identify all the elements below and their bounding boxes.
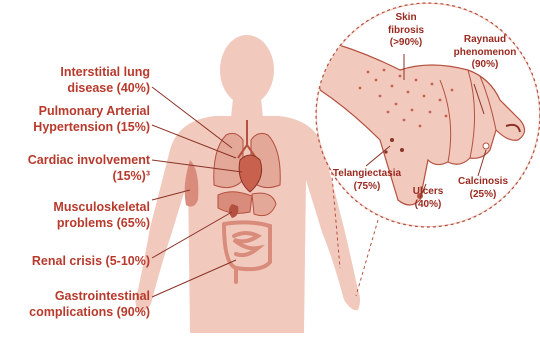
label-line: (15%)³ — [28, 168, 150, 184]
label-line: (25%) — [452, 189, 514, 202]
label-line: Musculoskeletal — [53, 199, 150, 215]
label-line: phenomenon — [448, 47, 522, 60]
label-line: Raynaud — [448, 34, 522, 47]
label-line: Telangiectasia — [326, 168, 408, 181]
label-renal-crisis: Renal crisis (5-10%) — [32, 253, 150, 269]
label-line: Interstitial lung — [60, 64, 150, 80]
label-telangiectasia: Telangiectasia (75%) — [326, 168, 408, 193]
neck — [231, 98, 263, 118]
label-line: (75%) — [326, 181, 408, 194]
label-calcinosis: Calcinosis (25%) — [452, 176, 514, 201]
label-line: Calcinosis — [452, 176, 514, 189]
label-line: (90%) — [448, 59, 522, 72]
label-ulcers: Ulcers (40%) — [408, 186, 448, 211]
label-line: problems (65%) — [53, 215, 150, 231]
label-line: Pulmonary Arterial — [33, 103, 150, 119]
label-gastrointestinal: Gastrointestinal complications (90%) — [29, 288, 150, 320]
head — [220, 35, 274, 105]
label-line: fibrosis — [384, 25, 428, 38]
label-interstitial-lung-disease: Interstitial lung disease (40%) — [60, 64, 150, 96]
label-line: complications (90%) — [29, 304, 150, 320]
label-line: (40%) — [408, 199, 448, 212]
label-raynaud: Raynaud phenomenon (90%) — [448, 34, 522, 72]
label-line: Renal crisis (5-10%) — [32, 253, 150, 269]
label-line: Ulcers — [408, 186, 448, 199]
label-line: Hypertension (15%) — [33, 119, 150, 135]
label-line: Gastrointestinal — [29, 288, 150, 304]
label-line: Skin — [384, 12, 428, 25]
label-line: disease (40%) — [60, 80, 150, 96]
label-line: (>90%) — [384, 37, 428, 50]
label-cardiac-involvement: Cardiac involvement (15%)³ — [28, 152, 150, 184]
label-skin-fibrosis: Skin fibrosis (>90%) — [384, 12, 428, 50]
label-musculoskeletal: Musculoskeletal problems (65%) — [53, 199, 150, 231]
label-pulmonary-arterial-hypertension: Pulmonary Arterial Hypertension (15%) — [33, 103, 150, 135]
label-line: Cardiac involvement — [28, 152, 150, 168]
